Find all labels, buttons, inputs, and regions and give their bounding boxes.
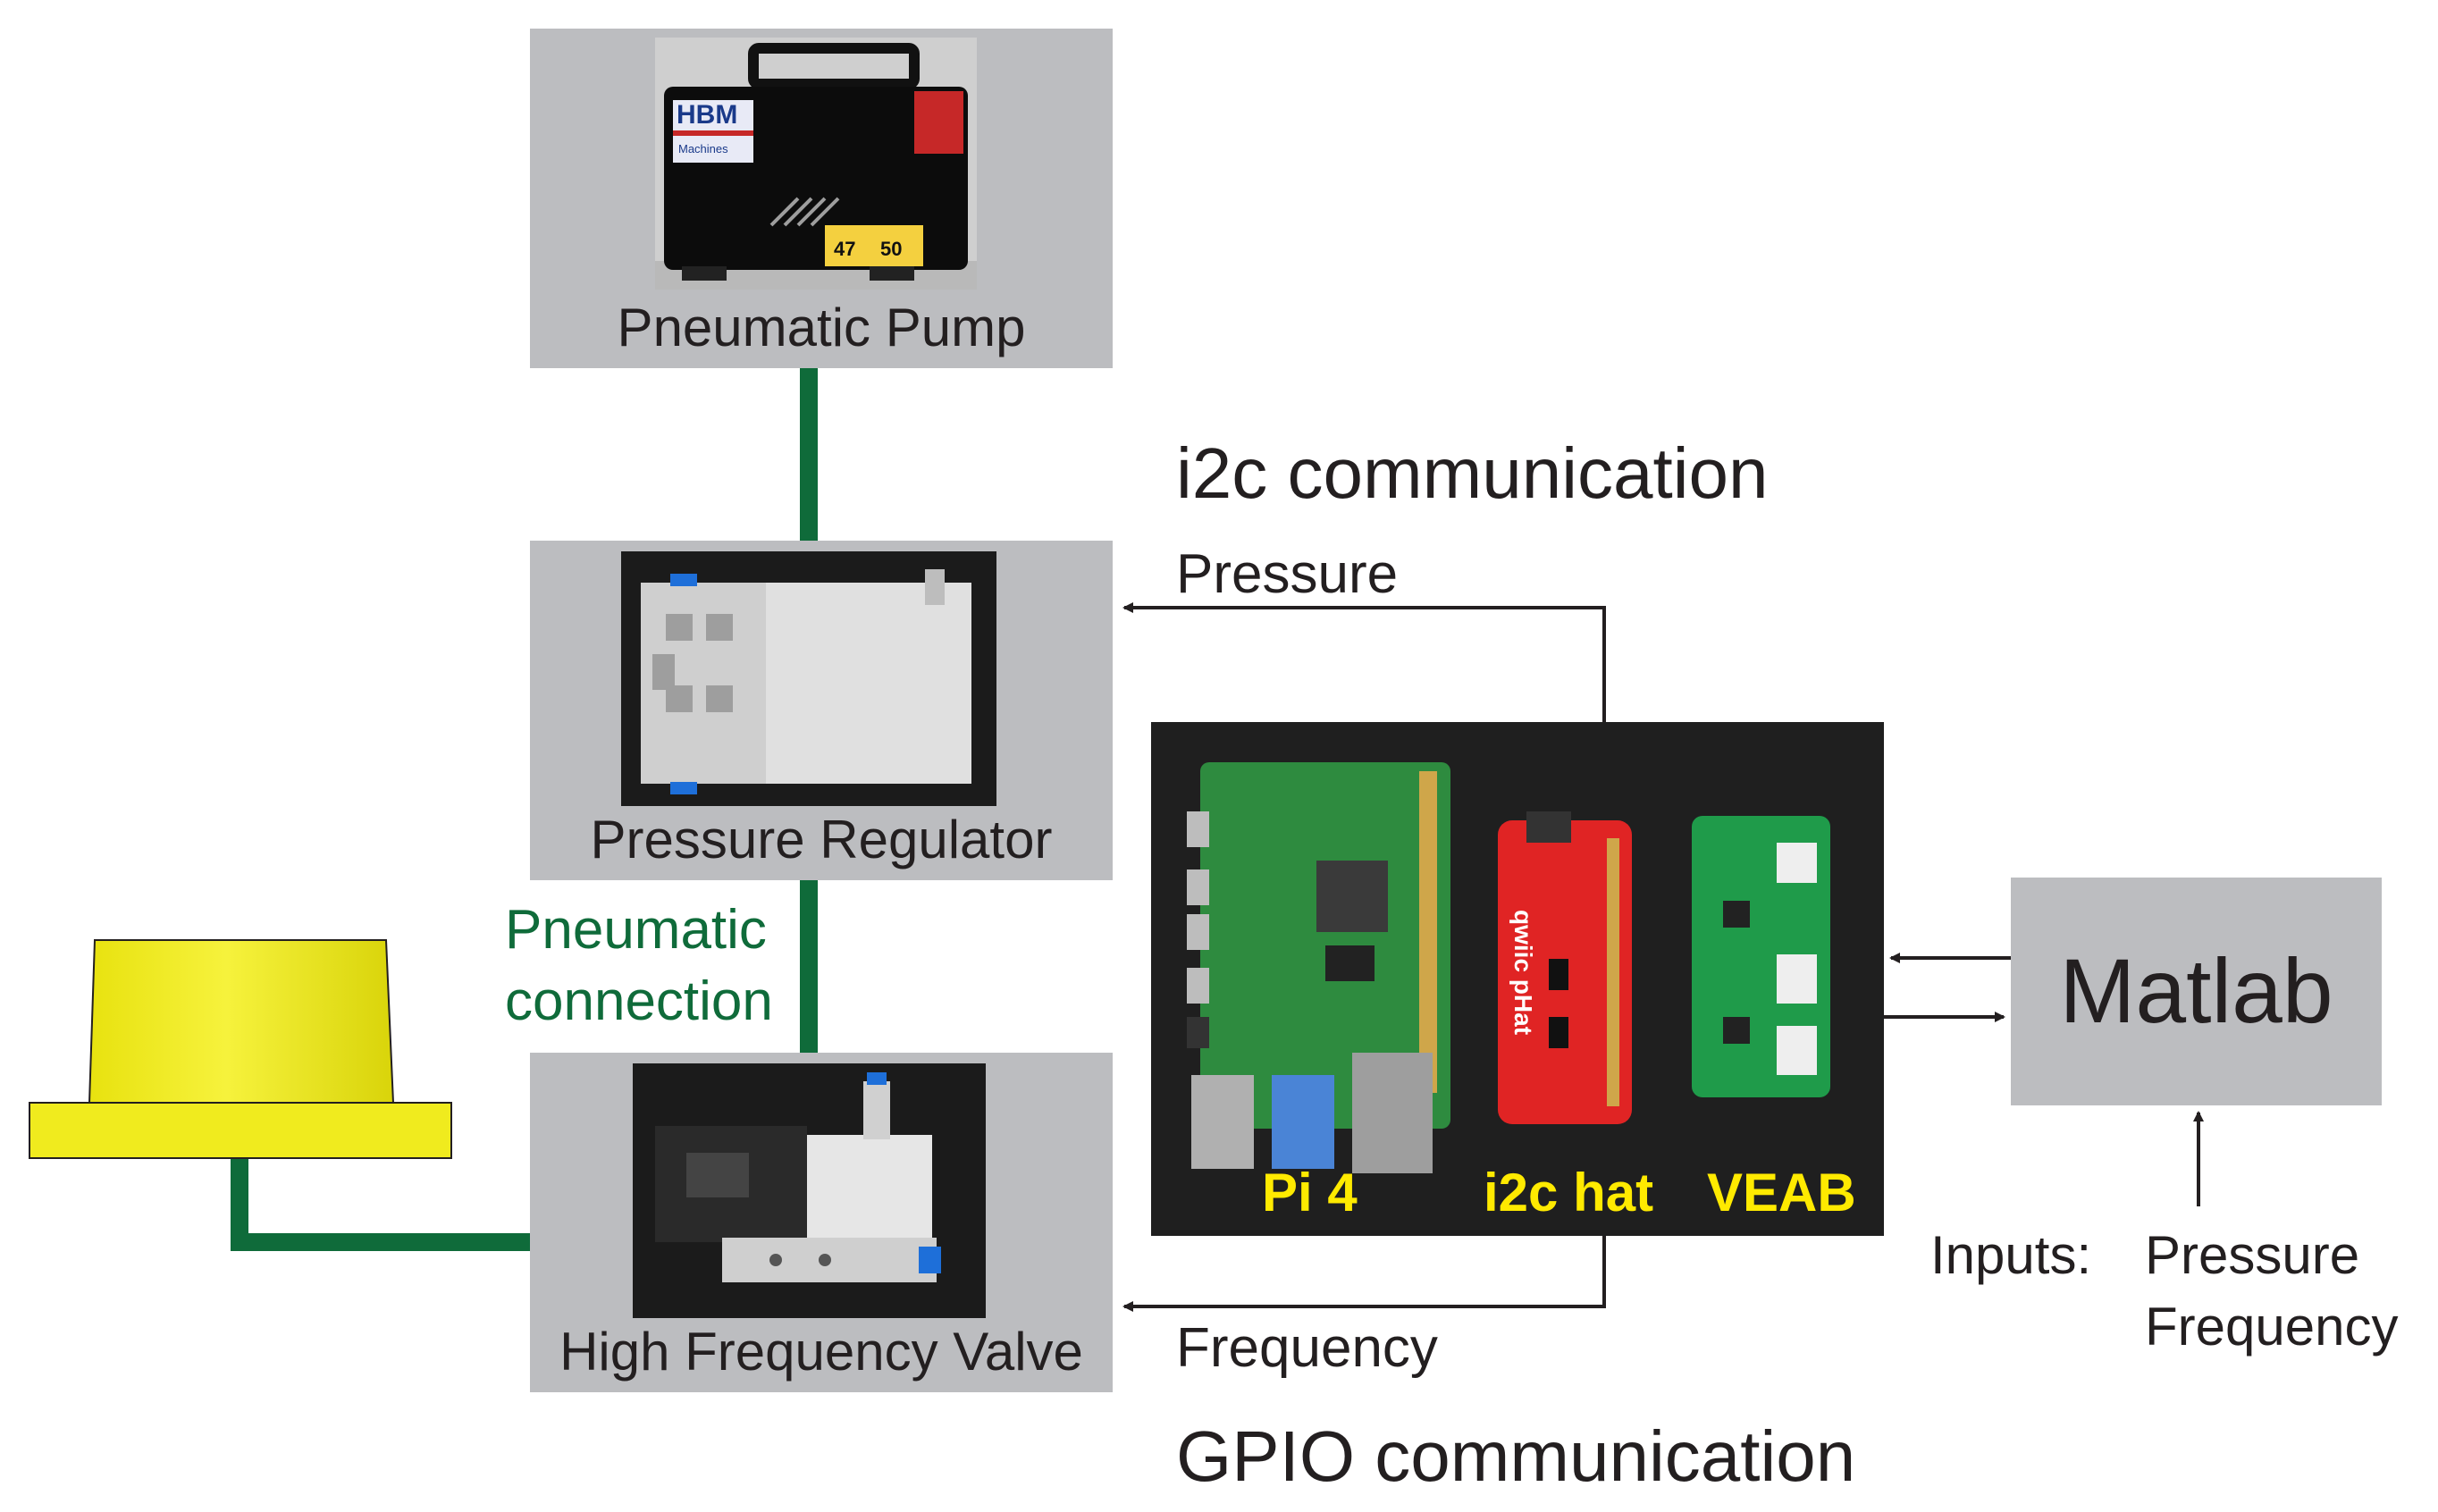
pump-gauge-left: 47 [834,238,856,260]
high-frequency-valve-photo [633,1063,986,1318]
pump-logo-subtext: Machines [678,142,728,155]
input-frequency-label: Frequency [2145,1297,2399,1357]
board-label-i2c-hat: i2c hat [1484,1163,1654,1222]
gpio-communication-label: GPIO communication [1176,1416,1856,1496]
pump-logo-text: HBM [677,100,738,130]
pneumatic-pump-box: HBM Machines 47 50 Pneumatic Pump [530,29,1113,368]
frequency-signal-label: Frequency [1176,1317,1438,1379]
actuator-base [29,1102,452,1159]
soft-actuator [29,939,452,1159]
pneumatic-pump-caption: Pneumatic Pump [617,298,1026,357]
input-pressure-label: Pressure [2145,1225,2360,1285]
pressure-signal-label: Pressure [1176,543,1399,605]
pressure-regulator-caption: Pressure Regulator [590,810,1053,869]
high-frequency-valve-box: High Frequency Valve [530,1053,1113,1392]
arrow-pressure-signal [1122,602,1606,722]
arrow-frequency-signal [1122,1236,1606,1312]
tube-valve-actuator [231,1157,530,1251]
matlab-box [2011,878,2382,1105]
matlab-label: Matlab [2059,940,2333,1042]
board-label-veab: VEAB [1707,1163,1856,1222]
hat-print-text: qwiic pHat [1509,910,1537,1036]
pneumatic-connection-label-line2: connection [505,970,773,1032]
high-frequency-valve-caption: High Frequency Valve [559,1322,1083,1382]
pneumatic-pump-photo: HBM Machines 47 50 [655,38,977,290]
boards-illustration [1187,762,1830,1173]
pressure-regulator-box: Pressure Regulator [530,541,1113,880]
pressure-regulator-photo [621,551,996,806]
board-label-pi: Pi 4 [1262,1163,1358,1222]
pneumatic-connection-label-line1: Pneumatic [505,899,767,961]
pump-gauge-right: 50 [880,238,903,260]
i2c-communication-label: i2c communication [1176,433,1769,513]
controller-boards-photo: qwiic pHat Pi 4 i2c hat VEAB [1151,722,1884,1236]
inputs-label: Inputs: [1930,1225,2092,1285]
actuator-cap [88,939,395,1104]
